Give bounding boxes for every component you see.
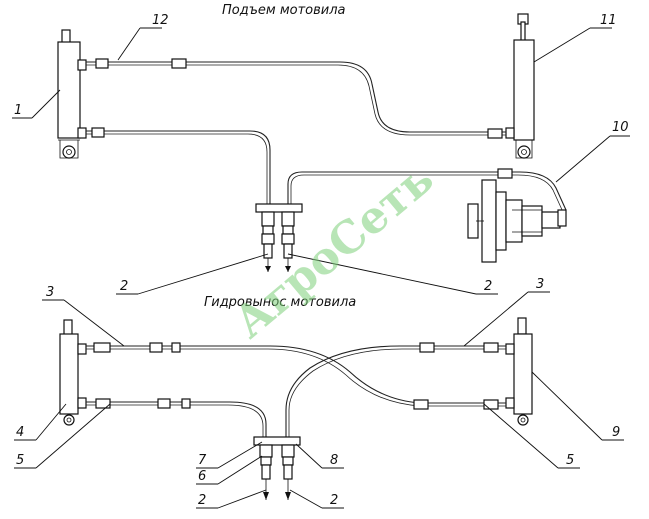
callout-5-right: 5 xyxy=(566,453,574,468)
title-reel-fore-aft: Гидровынос мотовила xyxy=(204,295,356,310)
callout-4: 4 xyxy=(16,425,24,440)
callout-2-top-right: 2 xyxy=(484,279,492,294)
callout-10: 10 xyxy=(612,120,629,135)
callout-2-bottom-left: 2 xyxy=(198,493,206,508)
callout-2-top-left: 2 xyxy=(120,279,128,294)
title-reel-lift: Подъем мотовила xyxy=(222,3,346,18)
left-fore-aft-cylinder xyxy=(59,319,87,426)
callout-1: 1 xyxy=(14,103,22,118)
top-valve-block xyxy=(255,203,303,272)
hose-10 xyxy=(287,171,567,211)
right-fore-aft-cylinder xyxy=(505,317,533,426)
bottom-valve-block xyxy=(253,436,301,500)
callout-12: 12 xyxy=(152,13,169,28)
hose-3-left xyxy=(86,345,506,404)
callout-6: 6 xyxy=(198,469,206,484)
callout-3-left: 3 xyxy=(46,285,54,300)
watermark-logo: АгроСеть xyxy=(224,153,443,348)
callout-8: 8 xyxy=(330,453,338,468)
callout-2-bottom-right: 2 xyxy=(330,493,338,508)
hose-5-left xyxy=(86,401,267,438)
callout-5-left: 5 xyxy=(16,453,24,468)
callout-11: 11 xyxy=(600,13,617,28)
right-lift-cylinder xyxy=(505,13,535,159)
left-lift-cylinder xyxy=(57,29,87,159)
hose-3-right xyxy=(285,345,506,438)
reel-drive-motor xyxy=(467,179,567,263)
hose-12 xyxy=(86,61,506,133)
callout-3-right: 3 xyxy=(536,277,544,292)
hose-left-lift-return xyxy=(86,130,271,205)
callout-9: 9 xyxy=(612,425,620,440)
callout-7: 7 xyxy=(198,453,207,468)
